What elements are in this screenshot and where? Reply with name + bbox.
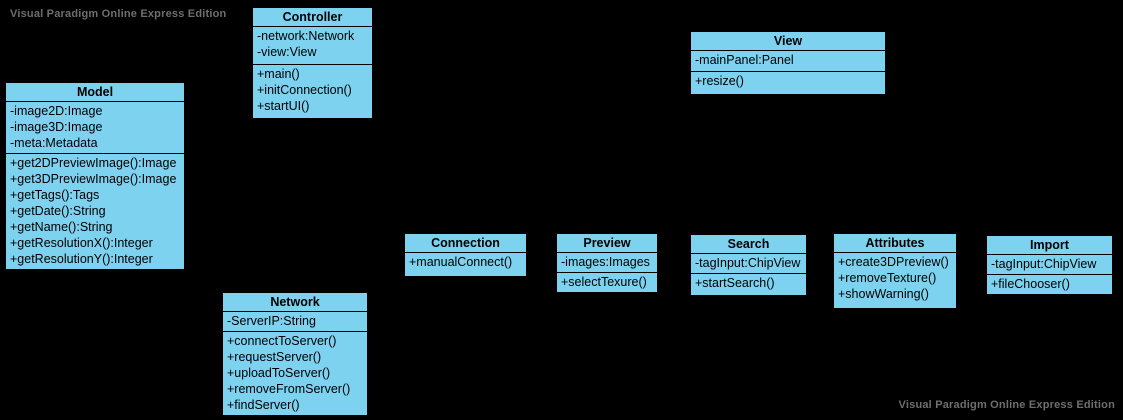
method-row: +getDate():String [10, 204, 106, 218]
attribute-row: -images:Images [561, 255, 650, 269]
method-row: +get2DPreviewImage():Image [10, 156, 177, 170]
method-row: +findServer() [227, 398, 300, 412]
method-row: +removeTexture() [838, 271, 937, 285]
methods-compartment-view: +resize() [691, 71, 885, 94]
attributes-compartment-import: -tagInput:ChipView [987, 254, 1112, 274]
class-box-model[interactable]: Model -image2D:Image -image3D:Image -met… [5, 82, 185, 270]
method-row: +get3DPreviewImage():Image [10, 172, 177, 186]
attributes-compartment-search: -tagInput:ChipView [691, 253, 806, 273]
class-box-attributes[interactable]: Attributes +create3DPreview() +removeTex… [833, 233, 957, 309]
class-title-model: Model [76, 85, 114, 99]
method-row: +getTags():Tags [10, 188, 100, 202]
class-box-controller[interactable]: Controller -network:Network -view:View +… [252, 7, 373, 119]
methods-compartment-network: +connectToServer() +requestServer() +upl… [223, 331, 367, 415]
watermark-bottom-right: Visual Paradigm Online Express Edition [898, 399, 1115, 411]
attribute-row: -mainPanel:Panel [695, 53, 794, 67]
method-row: +create3DPreview() [838, 255, 949, 269]
class-box-connection[interactable]: Connection +manualConnect() [404, 233, 527, 277]
attribute-row: -view:View [257, 45, 317, 59]
method-row: +fileChooser() [991, 277, 1070, 291]
method-row: +requestServer() [227, 350, 322, 364]
attribute-row: -tagInput:ChipView [695, 256, 801, 270]
attribute-row: -image3D:Image [10, 120, 103, 134]
method-row: +main() [257, 67, 300, 81]
method-row: +getName():String [10, 220, 113, 234]
methods-compartment-search: +startSearch() [691, 273, 806, 295]
class-title-view: View [773, 34, 803, 48]
methods-compartment-import: +fileChooser() [987, 274, 1112, 294]
methods-compartment-controller: +main() +initConnection() +startUI() [253, 64, 372, 118]
method-row: +resize() [695, 74, 744, 88]
method-row: +manualConnect() [409, 255, 513, 269]
class-title-attributes: Attributes [865, 236, 925, 250]
class-box-import[interactable]: Import -tagInput:ChipView +fileChooser() [986, 235, 1113, 295]
method-row: +getResolutionY():Integer [10, 252, 153, 266]
attributes-compartment-view: -mainPanel:Panel [691, 50, 885, 71]
class-title-network: Network [270, 295, 320, 309]
attribute-row: -ServerIP:String [227, 314, 316, 328]
attribute-row: -network:Network [257, 29, 355, 43]
class-title-preview: Preview [583, 236, 631, 250]
attribute-row: -image2D:Image [10, 104, 103, 118]
class-title-connection: Connection [431, 236, 500, 250]
watermark-top-left: Visual Paradigm Online Express Edition [10, 8, 227, 20]
method-row: +removeFromServer() [227, 382, 351, 396]
method-row: +showWarning() [838, 287, 929, 301]
method-row: +initConnection() [257, 83, 352, 97]
class-title-search: Search [727, 237, 770, 251]
method-row: +startUI() [257, 99, 310, 113]
attribute-row: -tagInput:ChipView [991, 257, 1097, 271]
methods-compartment-connection: +manualConnect() [405, 252, 526, 276]
methods-compartment-preview: +selectTexure() [557, 272, 657, 292]
attributes-compartment-network: -ServerIP:String [223, 311, 367, 331]
attributes-compartment-preview: -images:Images [557, 252, 657, 272]
attributes-compartment-controller: -network:Network -view:View [253, 26, 372, 64]
class-title-controller: Controller [282, 10, 343, 24]
method-row: +getResolutionX():Integer [10, 236, 153, 250]
class-box-preview[interactable]: Preview -images:Images +selectTexure() [556, 233, 658, 293]
method-row: +startSearch() [695, 276, 775, 290]
methods-compartment-model: +get2DPreviewImage():Image +get3DPreview… [6, 153, 184, 269]
class-title-import: Import [1030, 238, 1069, 252]
class-box-search[interactable]: Search -tagInput:ChipView +startSearch() [690, 234, 807, 296]
class-box-view[interactable]: View -mainPanel:Panel +resize() [690, 31, 886, 95]
class-box-network[interactable]: Network -ServerIP:String +connectToServe… [222, 292, 368, 416]
methods-compartment-attributes: +create3DPreview() +removeTexture() +sho… [834, 252, 956, 308]
method-row: +uploadToServer() [227, 366, 331, 380]
method-row: +selectTexure() [561, 275, 647, 289]
attributes-compartment-model: -image2D:Image -image3D:Image -meta:Meta… [6, 101, 184, 153]
attribute-row: -meta:Metadata [10, 136, 98, 150]
method-row: +connectToServer() [227, 334, 337, 348]
